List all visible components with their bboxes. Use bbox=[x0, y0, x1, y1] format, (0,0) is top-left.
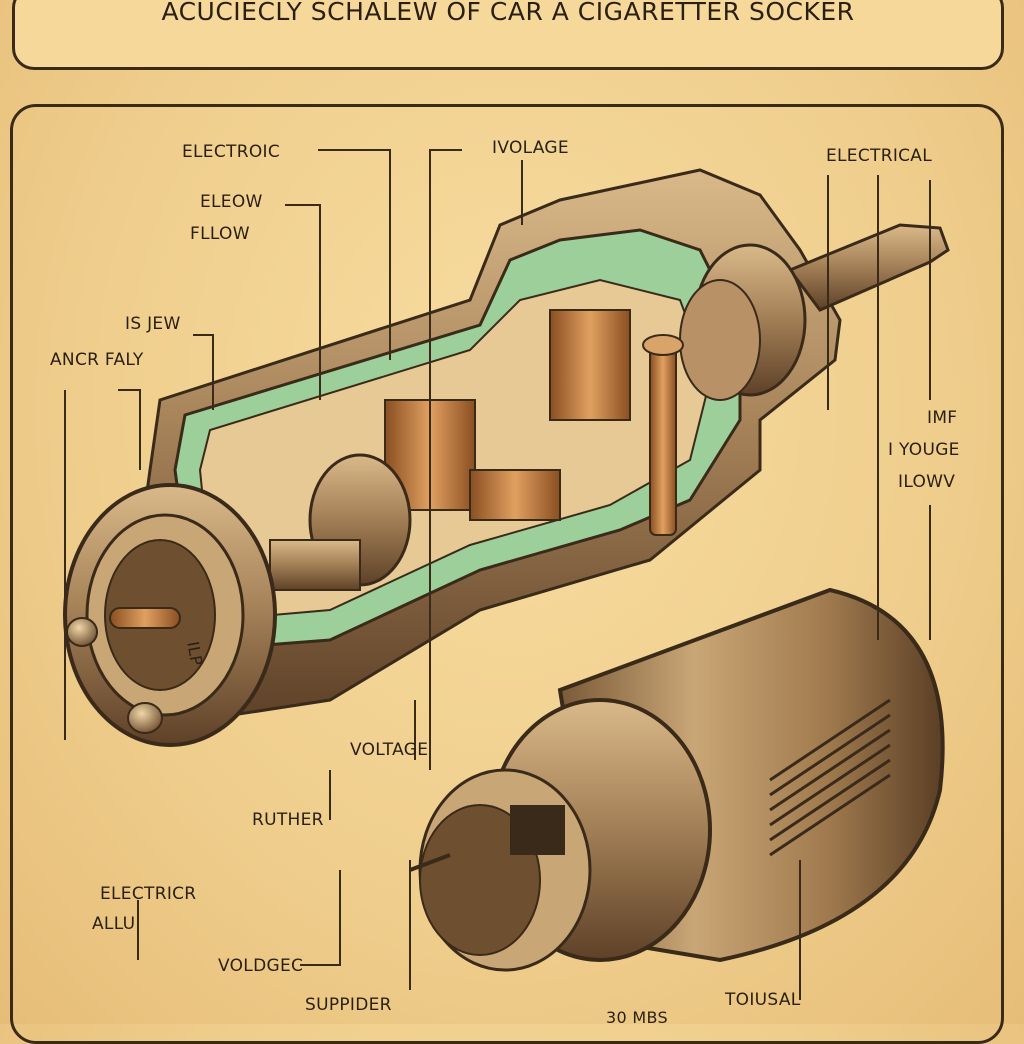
label-electroic: ELECTROIC bbox=[182, 142, 280, 162]
label-eleow: ELEOW bbox=[200, 192, 263, 212]
label-fllow: FLLOW bbox=[190, 224, 250, 244]
plug-body bbox=[409, 587, 945, 972]
label-electrical: ELECTRICAL bbox=[826, 146, 933, 166]
label-mbs: 30 MBS bbox=[606, 1008, 668, 1027]
internal-contacts bbox=[269, 309, 684, 591]
diagram-title: ACUCIECLY SCHALEW OF CAR A CIGARETTER SO… bbox=[161, 0, 855, 26]
label-toiusal: TOIUSAL bbox=[725, 990, 801, 1010]
label-ancr-faly: ANCR FALY bbox=[50, 350, 144, 370]
label-ruther: RUTHER bbox=[252, 810, 324, 830]
label-i-youge: I YOUGE bbox=[888, 440, 960, 460]
label-imf: IMF bbox=[927, 408, 958, 428]
label-electricr: ELECTRICR bbox=[100, 884, 197, 904]
front-ring bbox=[63, 483, 277, 747]
label-ilp: ILP bbox=[183, 640, 207, 668]
label-voldgec: VOLDGEC bbox=[218, 956, 304, 976]
label-is-jew: IS JEW bbox=[125, 314, 181, 334]
label-allu: ALLU bbox=[92, 914, 136, 934]
leader-lines bbox=[64, 149, 931, 1000]
label-voltage: VOLTAGE bbox=[350, 740, 429, 760]
label-suppider: SUPPIDER bbox=[305, 995, 392, 1015]
rear-cable bbox=[679, 223, 950, 401]
label-ilowv: ILOWV bbox=[898, 472, 956, 492]
title-banner: ACUCIECLY SCHALEW OF CAR A CIGARETTER SO… bbox=[12, 0, 1004, 70]
label-ivolage: IVOLAGE bbox=[492, 138, 569, 158]
